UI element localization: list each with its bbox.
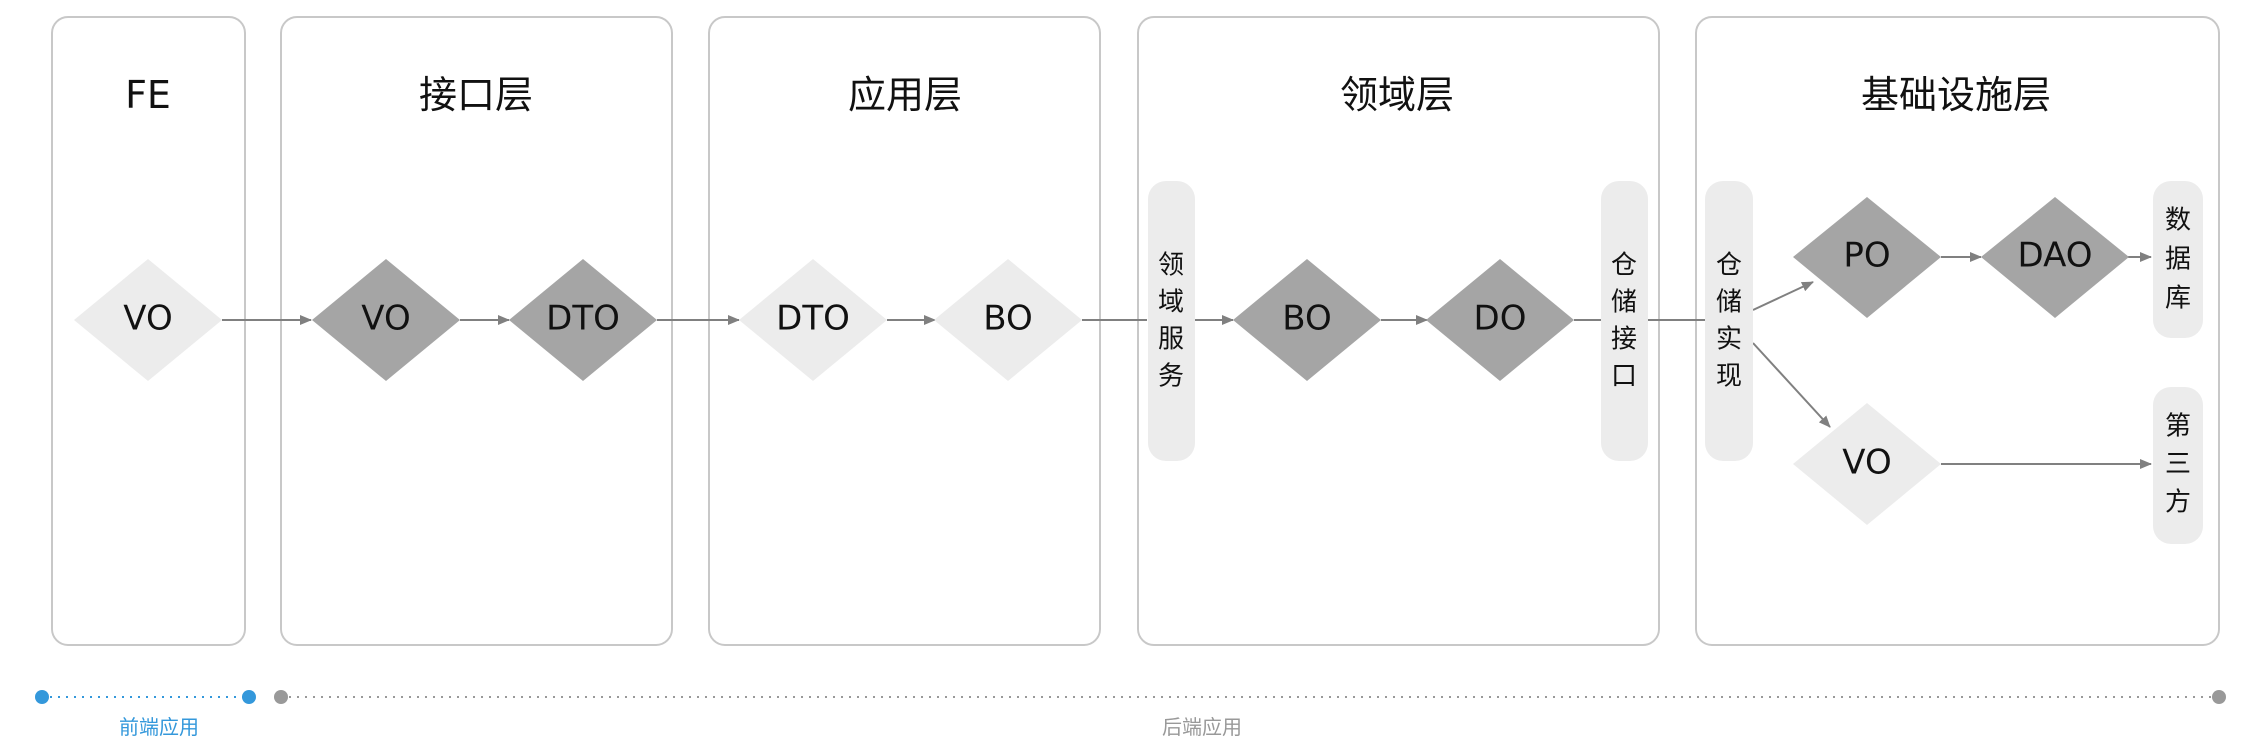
- node-fe-vo: VO: [74, 259, 222, 381]
- pill-char: 仓: [1611, 251, 1637, 281]
- node-domain-bo: BO: [1233, 259, 1381, 381]
- lane-title-infrastructure: 基础设施层: [1861, 73, 2051, 117]
- node-domain-do: DO: [1426, 259, 1574, 381]
- pill-repository-interface: 仓 储 接 口: [1601, 181, 1648, 461]
- pill-domain-service: 领 域 服 务: [1148, 181, 1195, 461]
- pill-box: [1601, 181, 1648, 461]
- lane-interface-box: [280, 16, 673, 646]
- lane-title-interface: 接口层: [419, 73, 533, 117]
- node-label-infra-po: PO: [1843, 236, 1890, 276]
- diamond-dark: [312, 259, 460, 381]
- pill-third-party: 第 三 方: [2153, 387, 2203, 544]
- arrow-repo-impl-to-po: [1752, 281, 1814, 311]
- pill-char: 口: [1611, 362, 1637, 392]
- frontend-start-dot: [35, 690, 49, 704]
- diamond-light: [934, 259, 1082, 381]
- node-label-infra-dao: DAO: [2017, 236, 2092, 276]
- footer-frontend-range: 前端应用: [35, 690, 256, 739]
- pill-char: 数: [2165, 206, 2191, 236]
- frontend-end-dot: [242, 690, 256, 704]
- diamond-light: [739, 259, 887, 381]
- backend-start-dot: [274, 690, 288, 704]
- lane-infrastructure: 基础设施层: [1695, 16, 2220, 646]
- pill-char: 储: [1611, 288, 1637, 318]
- node-label-infra-vo: VO: [1842, 443, 1891, 483]
- lane-interface: 接口层: [280, 16, 673, 646]
- lane-application-box: [708, 16, 1101, 646]
- node-infra-vo: VO: [1793, 403, 1941, 525]
- diamond-dark: [1233, 259, 1381, 381]
- pill-char: 实: [1716, 325, 1742, 355]
- pill-char: 仓: [1716, 251, 1742, 281]
- pill-repository-impl: 仓 储 实 现: [1705, 181, 1753, 461]
- node-label-app-bo: BO: [983, 299, 1033, 339]
- lane-domain-box: [1137, 16, 1660, 646]
- pill-char: 务: [1158, 362, 1184, 392]
- diamond-dark: [1426, 259, 1574, 381]
- node-infra-po: PO: [1793, 197, 1941, 318]
- pill-box: [2153, 387, 2203, 544]
- pill-database: 数 据 库: [2153, 181, 2203, 338]
- diamond-dark: [1793, 197, 1941, 318]
- lane-title-domain: 领域层: [1340, 73, 1454, 117]
- node-label-fe-vo: VO: [123, 299, 172, 339]
- node-label-domain-do: DO: [1474, 299, 1527, 339]
- node-app-dto: DTO: [739, 259, 887, 381]
- frontend-label: 前端应用: [119, 715, 199, 739]
- node-label-api-vo: VO: [361, 299, 410, 339]
- node-api-vo: VO: [312, 259, 460, 381]
- pill-box: [2153, 181, 2203, 338]
- pill-char: 服: [1158, 325, 1184, 355]
- footer-backend-range: 后端应用: [274, 690, 2226, 739]
- lane-title-fe: FE: [125, 73, 171, 117]
- backend-label: 后端应用: [1162, 715, 1242, 739]
- pill-char: 三: [2165, 450, 2191, 480]
- diamond-dark: [1981, 197, 2129, 318]
- pill-char: 储: [1716, 288, 1742, 318]
- backend-end-dot: [2212, 690, 2226, 704]
- node-label-api-dto: DTO: [546, 299, 620, 339]
- lane-application: 应用层: [708, 16, 1101, 646]
- node-infra-dao: DAO: [1981, 197, 2129, 318]
- diamond-light: [1793, 403, 1941, 525]
- diamond-dark: [509, 259, 657, 381]
- diamond-light: [74, 259, 222, 381]
- lane-domain: 领域层: [1137, 16, 1660, 646]
- node-label-app-dto: DTO: [776, 299, 850, 339]
- node-api-dto: DTO: [509, 259, 657, 381]
- pill-char: 接: [1611, 325, 1637, 355]
- lane-title-application: 应用层: [848, 73, 962, 117]
- pill-char: 领: [1158, 251, 1184, 281]
- pill-char: 域: [1158, 288, 1184, 318]
- pill-box: [1148, 181, 1195, 461]
- node-label-domain-bo: BO: [1282, 299, 1332, 339]
- pill-char: 现: [1716, 362, 1742, 392]
- pill-box: [1705, 181, 1753, 461]
- connectors: [222, 252, 2152, 469]
- pill-char: 第: [2165, 412, 2191, 442]
- node-app-bo: BO: [934, 259, 1082, 381]
- pill-char: 方: [2165, 488, 2191, 518]
- pill-char: 库: [2165, 284, 2191, 314]
- pill-char: 据: [2165, 245, 2191, 275]
- arrow-repo-impl-to-infra-vo: [1752, 342, 1831, 428]
